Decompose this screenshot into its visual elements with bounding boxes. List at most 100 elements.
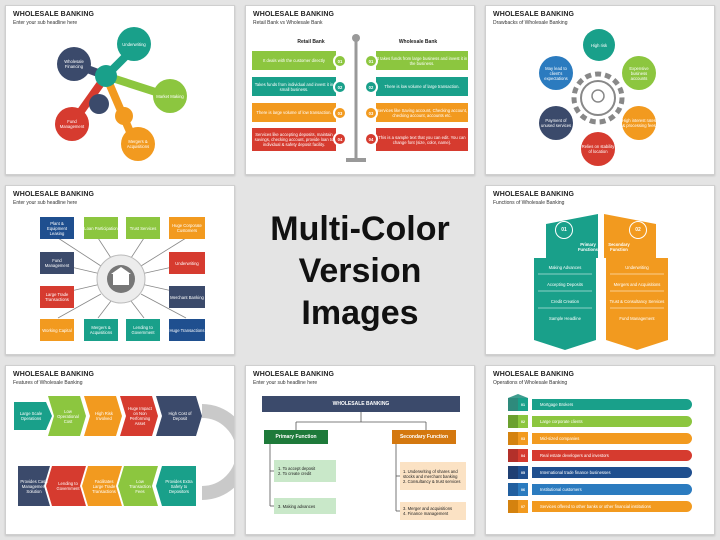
right-cell: Services like Saving account, Checking a…: [376, 103, 468, 122]
feature-step: Huge Impact on Non Performing Asset: [128, 406, 152, 426]
function-item: Making Advances: [548, 264, 582, 270]
org-chart-lines: [269, 412, 427, 512]
feature-step: Facilitates Large Trade Transactions: [92, 478, 116, 494]
drawback-circle: High risk: [583, 29, 615, 61]
slide-subtitle: Enter your sub headline here: [13, 200, 78, 206]
drawback-circle: High interest rates & processing fees: [622, 106, 656, 140]
slide-thumbnail-1[interactable]: WHOLESALE BANKING Enter your sub headlin…: [5, 5, 235, 175]
function-head: Primary Functions: [577, 242, 598, 252]
functions-diagram: [534, 214, 668, 350]
slide-thumbnail-8[interactable]: WHOLESALE BANKING Operations of Wholesal…: [485, 365, 715, 535]
function-item: Underwriting: [625, 264, 649, 270]
hub-box: Underwriting: [169, 252, 205, 274]
node-label: Mergers & Acquisitions: [126, 139, 150, 149]
left-cell: Services like accepting deposits, mainta…: [252, 128, 336, 151]
feature-step: High Cost of Deposit: [168, 411, 192, 421]
hub-box: Plant & Equipment Leasing: [40, 217, 74, 239]
operation-number: 01: [521, 402, 525, 407]
row-number: 04: [364, 132, 378, 146]
drawback-circle: May lead to client's expectations: [539, 56, 573, 90]
slide-thumbnail-6[interactable]: WHOLESALE BANKING Features of Wholesale …: [5, 365, 235, 535]
slide-thumbnail-5[interactable]: WHOLESALE BANKING Functions of Wholesale…: [485, 185, 715, 355]
function-number: 01: [555, 221, 573, 239]
slide-subtitle: Features of Wholesale Banking: [13, 380, 83, 386]
left-cell: It deals with the customer directly: [252, 51, 336, 70]
left-cell: There is large volume of low transaction…: [252, 103, 336, 122]
function-item: Sample Headline: [549, 315, 581, 321]
org-branch-head: Secondary Function: [392, 430, 456, 444]
operation-number: 03: [521, 436, 525, 441]
row-number: 02: [364, 80, 378, 94]
heading-line-2: Version Images: [298, 252, 422, 332]
drawback-circle: Relies on stability of location: [581, 132, 615, 166]
left-cell: Takes funds from individual and invest i…: [252, 77, 336, 96]
operation-number: 06: [521, 487, 525, 492]
operation-number: 07: [521, 504, 525, 509]
gear-diagram: [571, 71, 625, 125]
org-item-box: 3. Making advances: [274, 498, 336, 514]
operation-number: 02: [521, 419, 525, 424]
slide-thumbnail-4[interactable]: WHOLESALE BANKING Enter your sub headlin…: [5, 185, 235, 355]
column-header: Wholesale Bank: [398, 39, 438, 45]
operation-bar: International trade finance businesses: [532, 467, 692, 478]
feature-step: Low Operational Cost: [57, 408, 79, 424]
feature-step: Low Transaction Fees: [129, 478, 151, 494]
hub-box: Trust Services: [126, 217, 160, 239]
right-cell: This is a sample text that you can edit.…: [376, 128, 468, 151]
drawback-circle: Expensive business accounts: [622, 56, 656, 90]
slide-title: WHOLESALE BANKING: [493, 11, 575, 18]
operation-bar: Services offered to other banks or other…: [532, 501, 692, 512]
operation-bar: Institutional customers: [532, 484, 692, 495]
hub-box: Merchant Banking: [169, 286, 205, 308]
function-head: Secondary Function: [608, 242, 630, 252]
slide-thumbnail-2[interactable]: WHOLESALE BANKING Retail Bank vs Wholesa…: [245, 5, 475, 175]
hub-box: Large Trade Transactions: [40, 286, 74, 308]
slide-thumbnail-7[interactable]: WHOLESALE BANKING Enter your sub headlin…: [245, 365, 475, 535]
org-item-box: 3. Merger and acquisitions 4. Finance ma…: [400, 502, 466, 520]
function-item: Credit Creation: [550, 298, 580, 304]
function-number: 02: [629, 221, 647, 239]
molecule-diagram: [55, 27, 187, 161]
operation-number: 04: [521, 453, 525, 458]
row-number: 03: [333, 106, 347, 120]
operation-number: 05: [521, 470, 525, 475]
divider-pole: [346, 34, 366, 162]
slide-title: WHOLESALE BANKING: [493, 371, 575, 378]
node-label: Fund Management: [59, 119, 85, 129]
features-flow: [14, 396, 234, 506]
row-number: 02: [333, 80, 347, 94]
operation-bar: Mid-sized companies: [532, 433, 692, 444]
feature-step: High Risk Involved: [95, 411, 113, 421]
heading-line-1: Multi-Color: [270, 210, 450, 248]
slide-subtitle: Enter your sub headline here: [13, 20, 78, 26]
slide-subtitle: Retail Bank vs Wholesale Bank: [253, 20, 323, 26]
operation-bar: Mortgage Brokers: [532, 399, 692, 410]
hub-box: Fund Management: [40, 252, 74, 274]
feature-step: Large Scale Operations: [19, 411, 43, 421]
hub-diagram: [57, 237, 187, 319]
function-item: Mergers and Acquisitions: [613, 281, 661, 287]
node-label: Underwriting: [122, 41, 146, 47]
slide-subtitle: Enter your sub headline here: [253, 380, 318, 386]
node-label: Wholesale Financing: [64, 59, 84, 69]
row-number: 01: [333, 54, 347, 68]
org-top-box: WHOLESALE BANKING: [262, 396, 460, 412]
operation-bar: Large corporate clients: [532, 416, 692, 427]
slide-thumbnail-3[interactable]: WHOLESALE BANKING Drawbacks of Wholesale…: [485, 5, 715, 175]
org-item-box: 1. Underwriting of shares and stocks and…: [400, 462, 466, 490]
hub-box: Lending to Government: [126, 319, 160, 341]
slide-subtitle: Operations of Wholesale Banking: [493, 380, 568, 386]
drawback-circle: Payment of unused services: [539, 106, 573, 140]
right-cell: It takes funds from large business and i…: [376, 51, 468, 70]
slide-subtitle: Drawbacks of Wholesale Banking: [493, 20, 568, 26]
right-cell: There is low volume of large transaction…: [376, 77, 468, 96]
feature-step: Lending to Government: [56, 481, 80, 491]
column-header: Retail Bank: [297, 39, 325, 45]
function-item: Fund Management: [619, 315, 655, 321]
hub-box: Loan Participation: [84, 217, 118, 239]
feature-step: Provides Extra Safety to Depositors: [165, 478, 193, 494]
hub-box: Huge Transactions: [169, 319, 205, 341]
feature-step: Provides Cash Management Solution: [20, 478, 48, 494]
stacked-blocks: [508, 394, 528, 513]
org-branch-head: Primary Function: [264, 430, 328, 444]
